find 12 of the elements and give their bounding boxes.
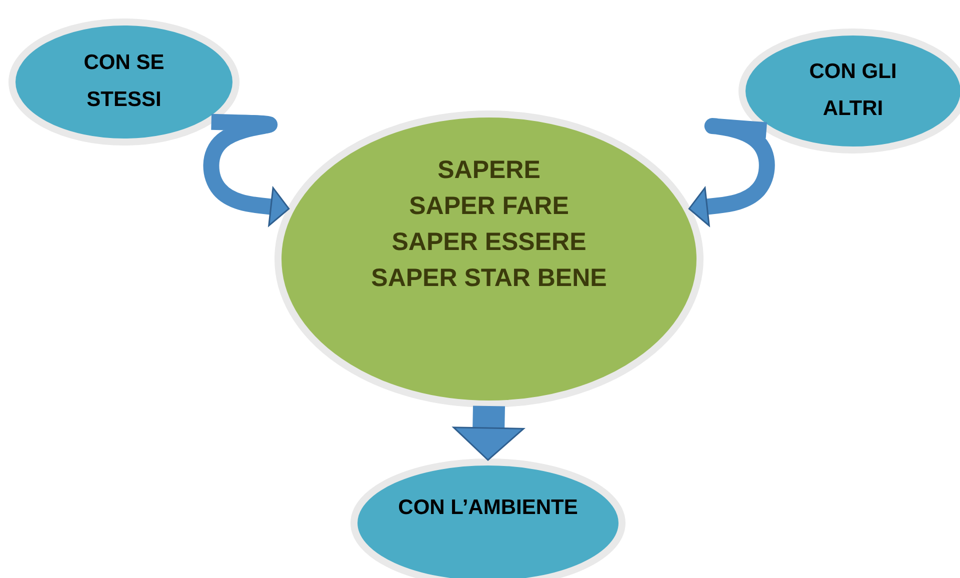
node-label: CON SE STESSI: [82, 50, 166, 113]
node-label: SAPER FARE: [409, 190, 569, 222]
node-label: SAPER STAR BENE: [371, 263, 607, 294]
node-label: SAPERE: [438, 154, 540, 186]
arrow: [688, 118, 775, 226]
arrow: [203, 114, 290, 226]
arrow: [452, 406, 524, 461]
ellipse-node: [8, 18, 240, 146]
ellipse-node: [274, 110, 704, 408]
node-label: SAPER ESSERE: [392, 227, 586, 258]
node-label: CON L’AMBIENTE: [398, 494, 578, 521]
node-label: CON GLI ALTRI: [808, 59, 898, 122]
